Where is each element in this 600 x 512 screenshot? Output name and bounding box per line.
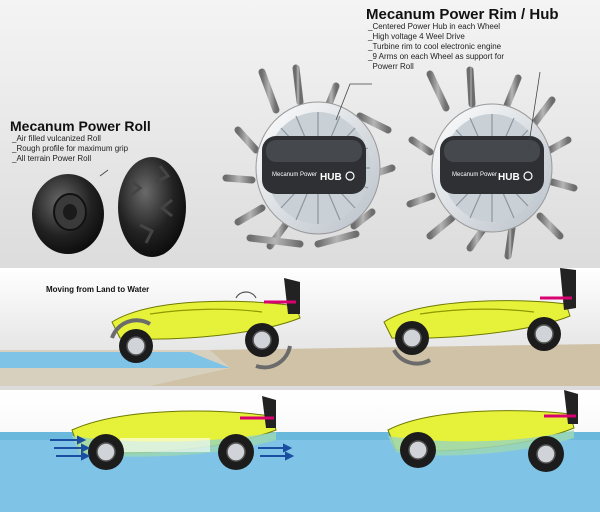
land-to-water-panel: Moving from Land to Water	[0, 268, 600, 386]
rim-hub-right: Mecanum Power HUB	[406, 66, 578, 260]
gear-icon	[345, 171, 355, 181]
land-to-water-scene	[0, 268, 600, 386]
rim-bullet: _9 Arms on each Wheel as support for	[368, 52, 505, 61]
transition-caption: Moving from Land to Water	[46, 285, 150, 294]
hub-label-right: Mecanum Power	[452, 172, 497, 178]
hub-brand-right: HUB	[498, 172, 520, 183]
vehicle-water-1	[50, 396, 295, 470]
rim-bullet: _Turbine rim to cool electronic engine	[368, 42, 502, 51]
power-roll-bullets: _Air filled vulcanized Roll _Rough profi…	[12, 134, 128, 164]
power-rim-bullets: _Centered Power Hub in each Wheel _High …	[368, 22, 504, 72]
hub-brand-left: HUB	[320, 172, 342, 183]
vehicle-land-1	[110, 278, 301, 370]
vehicle-land-2	[383, 268, 576, 366]
in-water-panel	[0, 390, 600, 512]
power-rim-title: Mecanum Power Rim / Hub	[366, 6, 559, 23]
roll-bullet: _Rough profile for maximum grip	[12, 144, 129, 153]
roll-bullet: _All terrain Power Roll	[12, 154, 92, 163]
roll-bullet: _Air filled vulcanized Roll	[12, 134, 101, 143]
vehicle-water-2	[387, 390, 578, 472]
gear-icon	[523, 171, 533, 181]
power-roll-front	[32, 174, 104, 254]
top-panel: Mecanum Power Roll _Air filled vulcanize…	[0, 0, 600, 268]
power-roll-title: Mecanum Power Roll	[10, 118, 151, 134]
hub-label-left: Mecanum Power	[272, 172, 317, 178]
rim-bullet: _High voltage 4 Weel Drive	[368, 32, 465, 41]
rim-bullet: _Centered Power Hub in each Wheel	[368, 22, 501, 31]
wheel-illustrations: Mecanum Power HUB	[32, 64, 578, 260]
rim-bullet: Powerr Roll	[368, 62, 414, 71]
in-water-scene	[0, 390, 600, 512]
power-roll-side	[118, 157, 186, 257]
rim-hub-left: Mecanum Power HUB	[222, 64, 396, 250]
